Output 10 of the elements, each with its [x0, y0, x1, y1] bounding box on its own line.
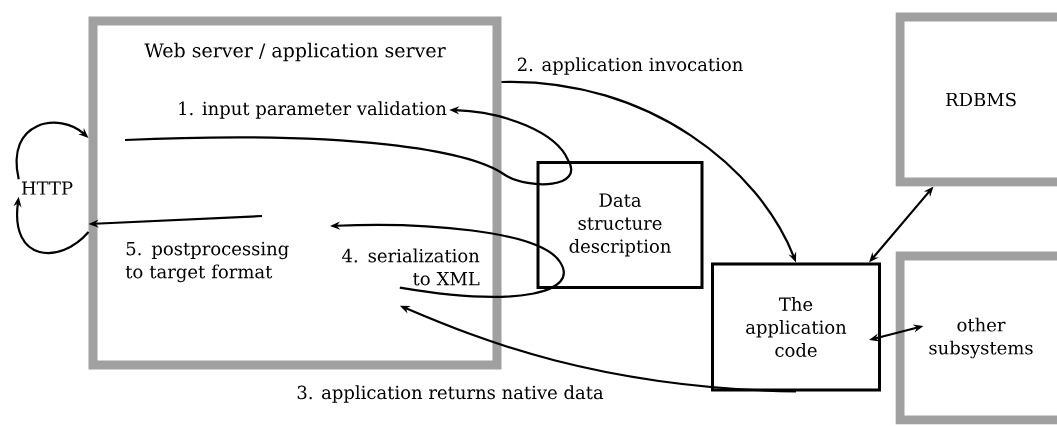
- application-box: The application code: [711, 262, 881, 392]
- step-label: 4. serialization to XML: [342, 248, 480, 286]
- edge-label: 3. application returns native data: [295, 384, 605, 404]
- step-label: 5. postprocessing to target format: [125, 241, 289, 283]
- edge-label: 2. application invocation: [515, 56, 745, 76]
- subsystem-box: other subsystems: [895, 251, 1057, 425]
- data-box: Data structure description: [536, 161, 704, 289]
- step-label: 1. input parameter validation: [179, 101, 447, 119]
- protocol-label: HTTP: [21, 181, 73, 195]
- database-box: RDBMS: [895, 12, 1057, 187]
